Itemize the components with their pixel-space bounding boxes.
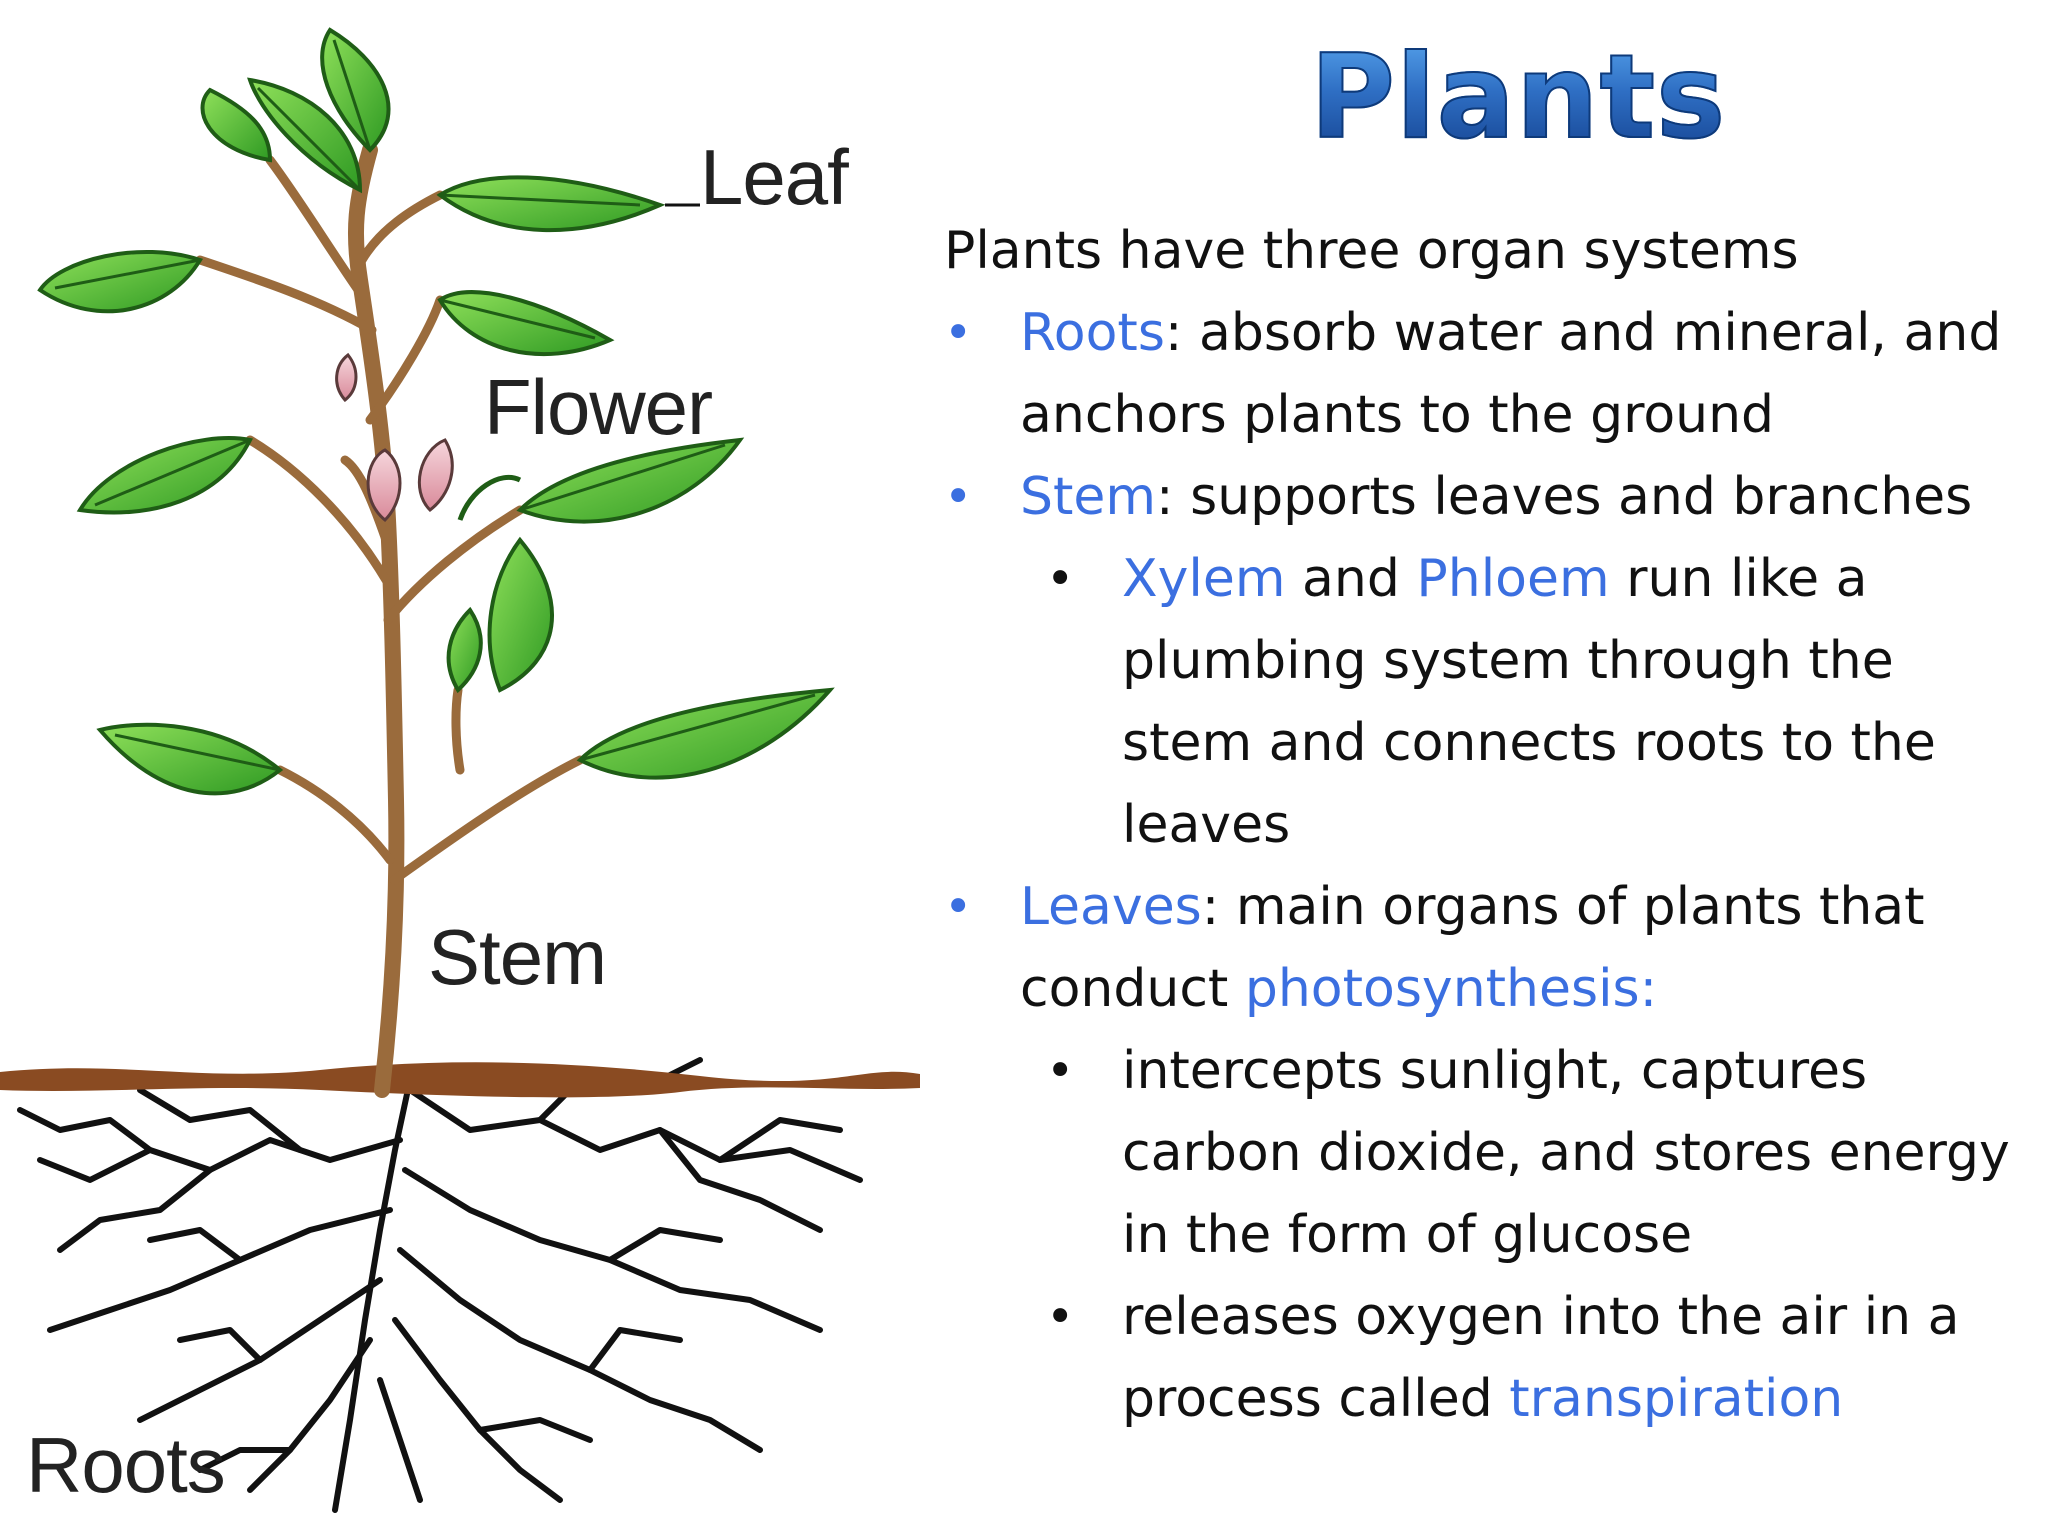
list-item-stem: • Stem: supports leaves and branches (944, 456, 2024, 538)
flower-label: Flower (484, 363, 713, 451)
term-photosynthesis: photosynthesis: (1244, 959, 1658, 1019)
roots-label: Roots (26, 1421, 226, 1509)
oxygen-description: releases oxygen into the air in a proces… (1122, 1287, 1960, 1429)
list-item-leaves: • Leaves: main organs of plants that con… (944, 866, 2024, 1030)
term-phloem: Phloem (1416, 549, 1610, 609)
leaf-veins (54, 39, 816, 772)
list-item-roots: • Roots: absorb water and mineral, and a… (944, 292, 2024, 456)
xylem-phloem-description: run like a plumbing system through the s… (1122, 549, 1936, 855)
plant-diagram: Leaf Flower Stem Roots (0, 0, 940, 1536)
term-leaves: Leaves (1020, 877, 1202, 937)
term-roots: Roots (1020, 303, 1165, 363)
term-transpiration: transpiration (1509, 1369, 1844, 1429)
bullet-icon: • (1046, 551, 1075, 607)
soil-line (0, 1062, 920, 1098)
sub-item-oxygen: • releases oxygen into the air in a proc… (944, 1276, 2024, 1440)
stem-description: : supports leaves and branches (1156, 467, 1973, 527)
sub-item-xylem-phloem: • Xylem and Phloem run like a plumbing s… (944, 538, 2024, 866)
roots-description: : absorb water and mineral, and anchors … (1020, 303, 2002, 445)
bullet-icon: • (944, 879, 973, 935)
content-body: Plants have three organ systems • Roots:… (944, 210, 2024, 1440)
branches (195, 155, 585, 885)
and-text: and (1285, 549, 1417, 609)
sunlight-description: intercepts sunlight, captures carbon dio… (1122, 1041, 2010, 1265)
leaf-label: Leaf (700, 133, 849, 221)
main-stem (347, 142, 405, 1098)
flower-buds (335, 352, 454, 523)
intro-text: Plants have three organ systems (944, 221, 1799, 281)
bullet-icon: • (944, 469, 973, 525)
page-title: Plants (1309, 29, 1727, 166)
stem-label: Stem (428, 913, 607, 1001)
bullet-icon: • (944, 305, 973, 361)
leaves-description: : main organs of plants that conduct (1020, 877, 1925, 1019)
bullet-icon: • (1046, 1289, 1075, 1345)
sub-item-sunlight: • intercepts sunlight, captures carbon d… (944, 1030, 2024, 1276)
term-xylem: Xylem (1122, 549, 1286, 609)
term-stem: Stem (1020, 467, 1157, 527)
roots-drawing (17, 1057, 863, 1513)
bullet-icon: • (1046, 1043, 1075, 1099)
plant-illustration (0, 27, 920, 1513)
